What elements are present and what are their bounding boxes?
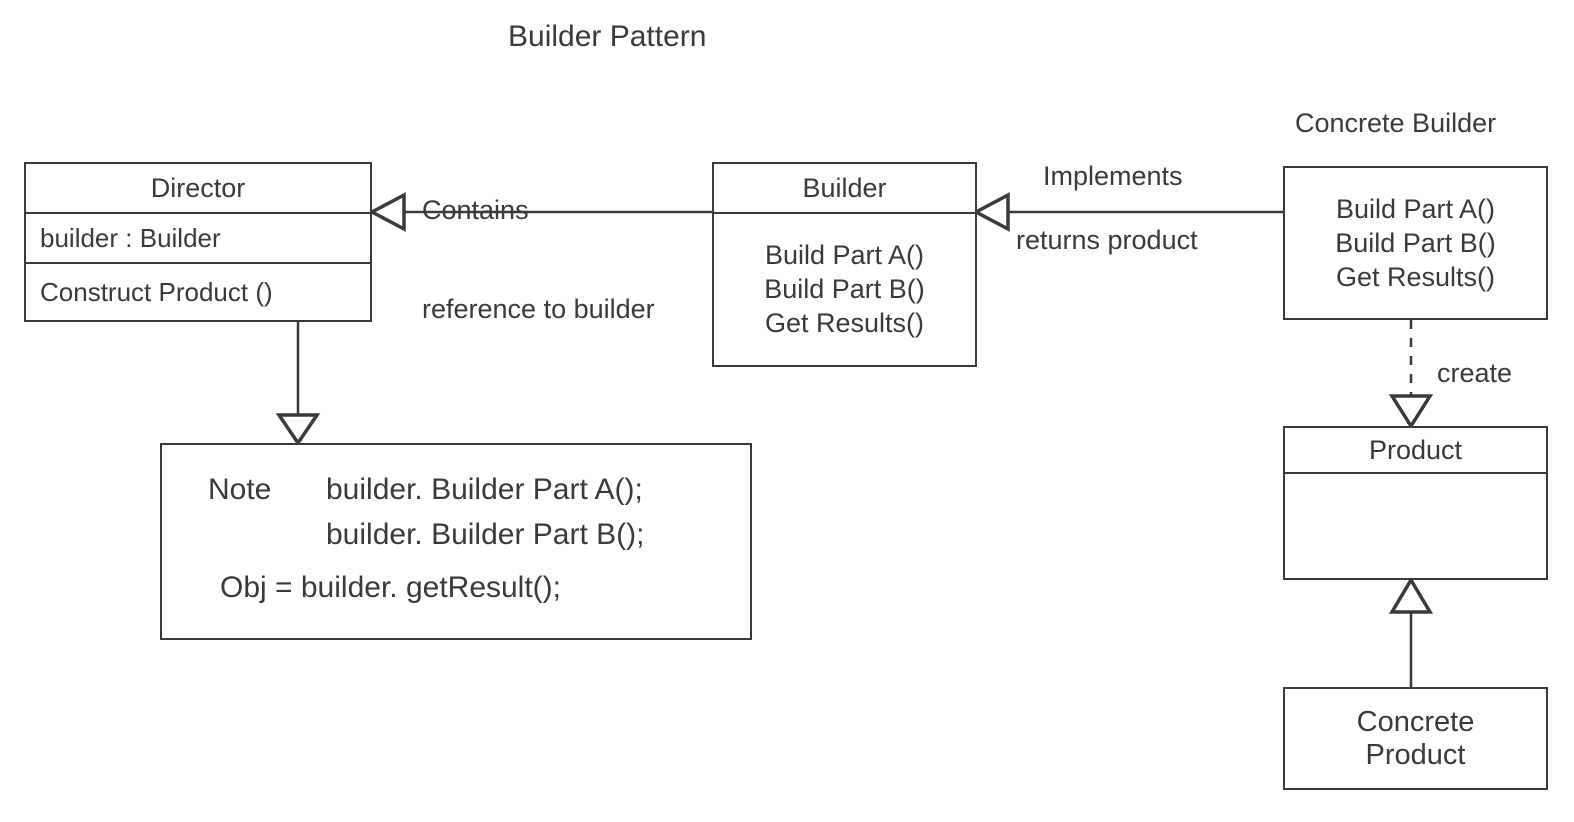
diagram-title: Builder Pattern bbox=[508, 20, 707, 53]
product-members-compartment bbox=[1285, 472, 1546, 578]
concrete-product-class-name-line1: Concrete bbox=[1356, 705, 1475, 738]
builder-name-compartment: Builder bbox=[714, 164, 975, 212]
class-box-concrete-builder[interactable]: Build Part A() Build Part B() Get Result… bbox=[1283, 166, 1548, 320]
builder-method-get-results: Get Results() bbox=[764, 308, 925, 338]
note-box[interactable]: Note builder. Builder Part A(); builder.… bbox=[160, 443, 752, 640]
class-box-director[interactable]: Director builder : Builder Construct Pro… bbox=[24, 162, 372, 322]
concrete-builder-methods-compartment: Build Part A() Build Part B() Get Result… bbox=[1285, 168, 1546, 318]
concrete-builder-method-get-results: Get Results() bbox=[1335, 261, 1496, 292]
director-attributes-compartment: builder : Builder bbox=[26, 212, 370, 262]
association-label-contains-line2: reference to builder bbox=[422, 293, 655, 324]
builder-class-name: Builder bbox=[802, 172, 887, 203]
dependency-concretebuilder-product bbox=[1388, 320, 1434, 430]
builder-method-build-part-a: Build Part A() bbox=[764, 240, 925, 270]
association-label-contains: Contains reference to builder bbox=[422, 128, 655, 392]
concrete-product-name-compartment: Concrete Product bbox=[1285, 689, 1546, 788]
director-operations-compartment: Construct Product () bbox=[26, 262, 370, 320]
concrete-builder-method-build-part-a: Build Part A() bbox=[1335, 193, 1496, 224]
class-box-builder[interactable]: Builder Build Part A() Build Part B() Ge… bbox=[712, 162, 977, 367]
note-code-line-2: builder. Builder Part B(); bbox=[326, 518, 645, 551]
builder-method-build-part-b: Build Part B() bbox=[764, 274, 925, 304]
director-name-compartment: Director bbox=[26, 164, 370, 212]
class-box-concrete-product[interactable]: Concrete Product bbox=[1283, 687, 1548, 790]
association-label-returns-product: returns product bbox=[1016, 225, 1198, 255]
director-attribute-builder: builder : Builder bbox=[40, 223, 221, 253]
builder-methods-compartment: Build Part A() Build Part B() Get Result… bbox=[714, 212, 975, 365]
association-label-contains-line1: Contains bbox=[422, 194, 529, 225]
director-operation-construct-product: Construct Product () bbox=[40, 277, 273, 307]
class-caption-concrete-builder: Concrete Builder bbox=[1295, 108, 1497, 138]
class-box-product[interactable]: Product bbox=[1283, 426, 1548, 580]
concrete-product-class-name-line2: Product bbox=[1365, 738, 1466, 771]
product-name-compartment: Product bbox=[1285, 428, 1546, 472]
note-code-line-3: Obj = builder. getResult(); bbox=[220, 571, 562, 604]
link-director-note bbox=[275, 322, 321, 447]
product-class-name: Product bbox=[1368, 434, 1463, 465]
association-label-implements: Implements bbox=[1043, 161, 1183, 191]
note-code-line-1: builder. Builder Part A(); bbox=[326, 473, 643, 506]
concrete-builder-method-build-part-b: Build Part B() bbox=[1335, 227, 1496, 258]
dependency-label-create: create bbox=[1437, 358, 1513, 388]
generalization-concreteproduct-product bbox=[1388, 576, 1434, 687]
director-class-name: Director bbox=[150, 172, 246, 203]
note-label: Note bbox=[208, 473, 272, 506]
